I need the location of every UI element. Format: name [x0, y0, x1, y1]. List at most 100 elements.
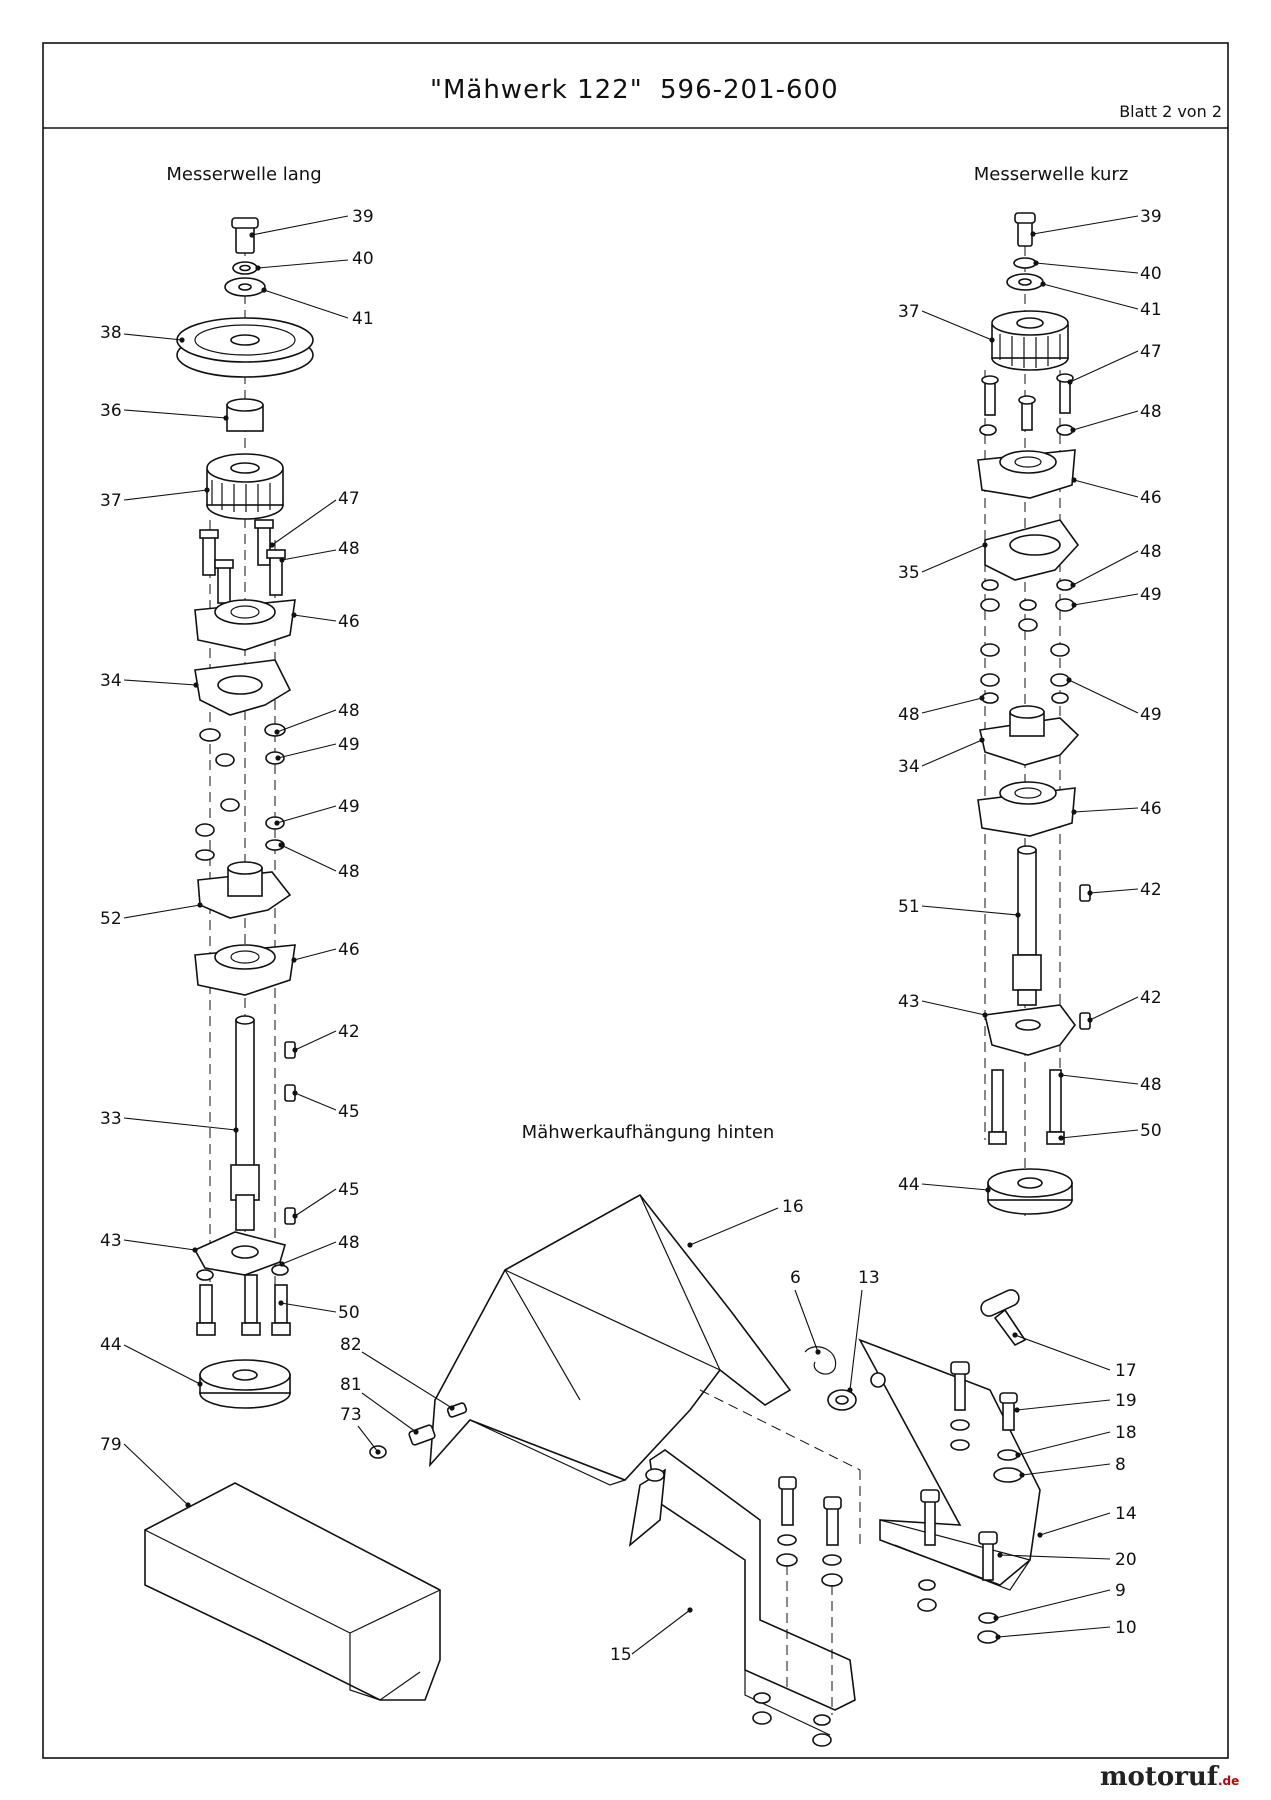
- leader-dot: [985, 1187, 991, 1193]
- leader-line: [1060, 1074, 1139, 1085]
- callout-label: 49: [1140, 705, 1162, 725]
- leader-dot: [179, 337, 185, 343]
- leader-line: [276, 805, 337, 824]
- leader-line: [1073, 807, 1139, 813]
- callout-label: 48: [338, 701, 360, 721]
- leader-dot: [1033, 260, 1039, 266]
- callout-label: 43: [100, 1231, 122, 1251]
- leader-line: [123, 1443, 189, 1506]
- leader-line: [1069, 350, 1139, 383]
- leader-line: [1017, 1431, 1111, 1456]
- callout-label: 48: [898, 705, 920, 725]
- callout-label: 34: [898, 757, 920, 777]
- callout-label: 41: [1140, 300, 1162, 320]
- leader-dot: [255, 265, 261, 271]
- drawing-frame: [42, 42, 1229, 1759]
- leader-line: [123, 904, 201, 919]
- logo-tld: .de: [1218, 1774, 1240, 1788]
- leader-line: [1032, 215, 1139, 235]
- callout-label: 6: [790, 1268, 801, 1288]
- leader-line: [1073, 479, 1139, 498]
- callout-label: 40: [352, 249, 374, 269]
- leader-dot: [292, 1090, 298, 1096]
- leader-dot: [204, 487, 210, 493]
- callout-label: 47: [338, 489, 360, 509]
- leader-dot: [995, 1634, 1001, 1640]
- leader-dot: [997, 1552, 1003, 1558]
- leader-line: [921, 310, 993, 341]
- leader-dot: [185, 1502, 191, 1508]
- callout-label: 46: [1140, 799, 1162, 819]
- callout-label: 49: [338, 797, 360, 817]
- leader-line: [123, 489, 208, 501]
- callout-label: 49: [1140, 585, 1162, 605]
- callout-label: 34: [100, 671, 122, 691]
- leader-line: [921, 905, 1019, 916]
- callout-label: 81: [340, 1375, 362, 1395]
- watermark-logo: motoruf.de: [1100, 1762, 1239, 1792]
- leader-dot: [279, 1261, 285, 1267]
- callout-label: 50: [338, 1303, 360, 1323]
- leader-dot: [292, 1047, 298, 1053]
- leader-line: [921, 1183, 989, 1191]
- leader-line: [921, 544, 986, 573]
- callout-label: 48: [338, 862, 360, 882]
- callout-label: 42: [1140, 880, 1162, 900]
- leader-line: [123, 409, 227, 419]
- drawing-title: "Mähwerk 122": [430, 75, 643, 105]
- leader-dot: [1015, 912, 1021, 918]
- leader-line: [1035, 262, 1139, 274]
- leader-dot: [192, 1247, 198, 1253]
- callout-label: 33: [100, 1109, 122, 1129]
- callout-label: 46: [1140, 488, 1162, 508]
- leader-line: [357, 1425, 379, 1453]
- callout-label: 48: [1140, 1075, 1162, 1095]
- leader-dot: [1015, 1452, 1021, 1458]
- leader-line: [293, 948, 337, 961]
- leader-line: [921, 697, 983, 714]
- leader-line: [921, 739, 983, 767]
- leader-dot: [1071, 809, 1077, 815]
- leader-line: [361, 1392, 417, 1433]
- callout-label: 20: [1115, 1550, 1137, 1570]
- callout-label: 50: [1140, 1121, 1162, 1141]
- leader-line: [294, 1030, 337, 1051]
- leader-line: [997, 1626, 1111, 1638]
- callout-label: 46: [338, 940, 360, 960]
- leader-dot: [375, 1449, 381, 1455]
- leader-line: [849, 1289, 863, 1391]
- rear-suspension-assembly: [369, 1193, 1041, 1747]
- leader-dot: [979, 737, 985, 743]
- callout-label: 49: [338, 735, 360, 755]
- left-assembly: [144, 217, 441, 1701]
- leader-line: [123, 333, 183, 341]
- leader-dot: [223, 415, 229, 421]
- leader-dot: [1071, 602, 1077, 608]
- leader-dot: [275, 755, 281, 761]
- callout-label: 79: [100, 1435, 122, 1455]
- leader-dot: [278, 842, 284, 848]
- callout-label: 39: [352, 207, 374, 227]
- leader-dot: [291, 957, 297, 963]
- leader-line: [1089, 888, 1139, 894]
- part-number: 596-201-600: [660, 75, 839, 105]
- leader-line: [280, 844, 337, 872]
- callout-label: 48: [1140, 402, 1162, 422]
- leader-line: [123, 679, 197, 686]
- leader-line: [361, 1351, 453, 1409]
- leader-line: [263, 289, 349, 319]
- leader-dot: [993, 1615, 999, 1621]
- leader-line: [277, 743, 337, 759]
- leader-dot: [847, 1387, 853, 1393]
- leader-line: [123, 1239, 196, 1251]
- leader-line: [1039, 1512, 1111, 1536]
- callout-label: 41: [352, 309, 374, 329]
- leader-dot: [1012, 1332, 1018, 1338]
- leader-dot: [1058, 1135, 1064, 1141]
- leader-dot: [1030, 231, 1036, 237]
- callout-label: 16: [782, 1197, 804, 1217]
- leader-line: [1016, 1399, 1111, 1411]
- callout-label: 44: [898, 1175, 920, 1195]
